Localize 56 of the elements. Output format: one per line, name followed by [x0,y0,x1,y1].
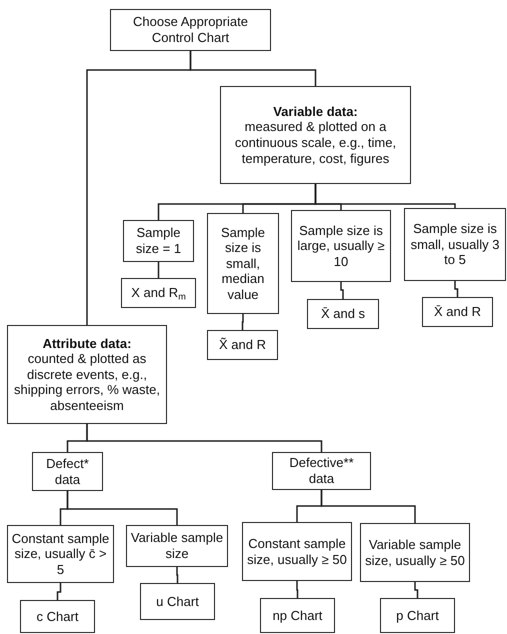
box-text: counted & plotted as discrete events, e.g., shipping errors, % waste, absenteeism [13,351,161,414]
process-box [291,210,391,282]
box-text: Sample size is small, usually 3 to 5 [410,221,500,268]
box-heading: Attribute data: [42,336,132,352]
connector-line [320,490,416,523]
process-box [7,325,167,424]
box-text: u Chart [155,594,200,610]
box-text: Sample size is large, usually ≥ 10 [296,222,386,270]
process-box [220,86,411,184]
connector-line [242,314,244,330]
box-text: Constant sample size, usually ≥ 50 [246,536,348,568]
connector-line [86,424,322,452]
box-text: Defect* data [45,456,90,488]
process-box [422,297,493,327]
process-box [272,452,371,490]
box-text: Sample size is small, median value [220,224,266,302]
process-box [404,208,506,281]
process-box [242,522,352,581]
connector-line [86,51,192,325]
connector-line [414,582,418,598]
process-box [307,299,379,329]
box-text: X̄ and R [433,304,482,320]
box-text: X̃ and R [218,337,267,353]
box-text: c Chart [36,608,80,624]
connector-line [454,281,458,297]
box-text: Sample size = 1 [134,225,182,257]
connector-line [340,282,344,299]
connector-line [314,184,456,208]
process-box [32,452,103,491]
box-heading: Variable data: [272,104,359,120]
process-box [207,213,279,314]
process-box [123,220,194,262]
box-text: Constant sample size, usually c̄ > 5 [11,530,110,578]
box-text: X and R$_{m}$ [130,285,187,301]
process-box [20,600,95,633]
process-box [360,523,470,582]
box-text: Variable sample size [130,530,224,562]
box-text: measured & plotted on a continuous scale, e.g., time, temperature, cost, figures [234,119,398,166]
box-text: Defective** data [288,455,355,487]
box-text: np Chart [272,608,324,624]
process-box [121,278,196,308]
connector-line [56,583,62,600]
box-text: Variable sample size, usually ≥ 50 [364,536,466,568]
box-text: p Chart [395,608,440,624]
process-box [110,9,271,51]
process-box [207,330,278,360]
process-box [260,598,335,633]
process-box [380,598,455,633]
connector-line [66,491,178,525]
box-text: X̄ and s [320,306,366,322]
connector-line [176,567,178,583]
connector-line [158,262,160,278]
process-box [7,525,114,583]
connector-line [296,581,298,598]
process-box [140,583,215,620]
box-text: Choose Appropriate Control Chart [132,14,249,46]
